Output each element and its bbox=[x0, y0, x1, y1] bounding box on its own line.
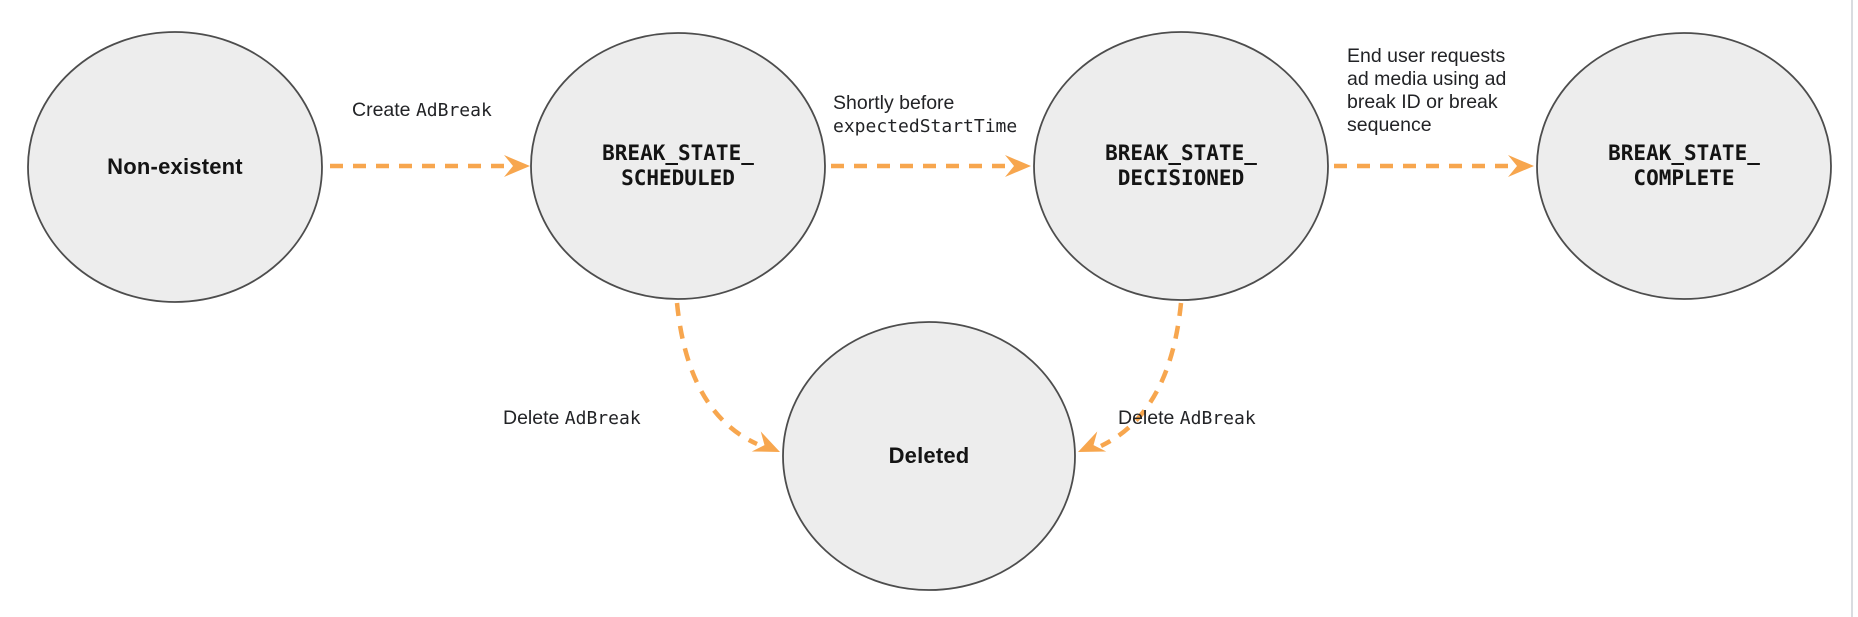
create-adbreak-text: Create bbox=[352, 99, 416, 121]
state-node-non-existent bbox=[27, 31, 323, 303]
delete-adbreak-left-code: AdBreak bbox=[564, 408, 641, 429]
state-label-non-existent: Non-existent bbox=[107, 154, 243, 179]
arrowhead-shortly-before bbox=[1005, 155, 1031, 177]
state-label-break-state-decisioned: BREAK_STATE_ DECISIONED bbox=[1105, 141, 1257, 190]
state-node-break-state-complete bbox=[1536, 32, 1832, 300]
state-label-deleted: Deleted bbox=[888, 443, 970, 468]
state-node-break-state-scheduled bbox=[530, 32, 826, 300]
arrowhead-delete-from-scheduled bbox=[751, 431, 780, 452]
expected-start-time-code: expectedStartTime bbox=[833, 116, 1018, 137]
arrowhead-end-user-requests bbox=[1508, 155, 1534, 177]
shortly-before-text: Shortly before bbox=[833, 92, 955, 114]
arrowhead-create-adbreak bbox=[504, 155, 530, 177]
arrow-delete-from-decisioned bbox=[1100, 302, 1184, 449]
state-node-break-state-decisioned bbox=[1033, 31, 1329, 301]
state-label-break-state-complete: BREAK_STATE_ COMPLETE bbox=[1608, 141, 1760, 190]
create-adbreak-code: AdBreak bbox=[415, 100, 492, 121]
arrowhead-delete-from-decisioned bbox=[1078, 431, 1107, 452]
arrow-delete-from-scheduled bbox=[674, 302, 758, 447]
delete-adbreak-right-code: AdBreak bbox=[1179, 408, 1256, 429]
transition-label-end-user-requests: End user requests ad media using ad brea… bbox=[1347, 45, 1507, 136]
transition-label-delete-adbreak-left: Delete AdBreak bbox=[503, 407, 641, 430]
transition-label-delete-adbreak-right: Delete AdBreak bbox=[1118, 407, 1256, 430]
state-label-break-state-scheduled: BREAK_STATE_ SCHEDULED bbox=[602, 141, 754, 190]
state-node-deleted bbox=[782, 321, 1076, 591]
transition-label-create-adbreak: Create AdBreak bbox=[352, 99, 492, 122]
delete-adbreak-left-text: Delete bbox=[503, 407, 565, 429]
delete-adbreak-right-text: Delete bbox=[1118, 407, 1180, 429]
